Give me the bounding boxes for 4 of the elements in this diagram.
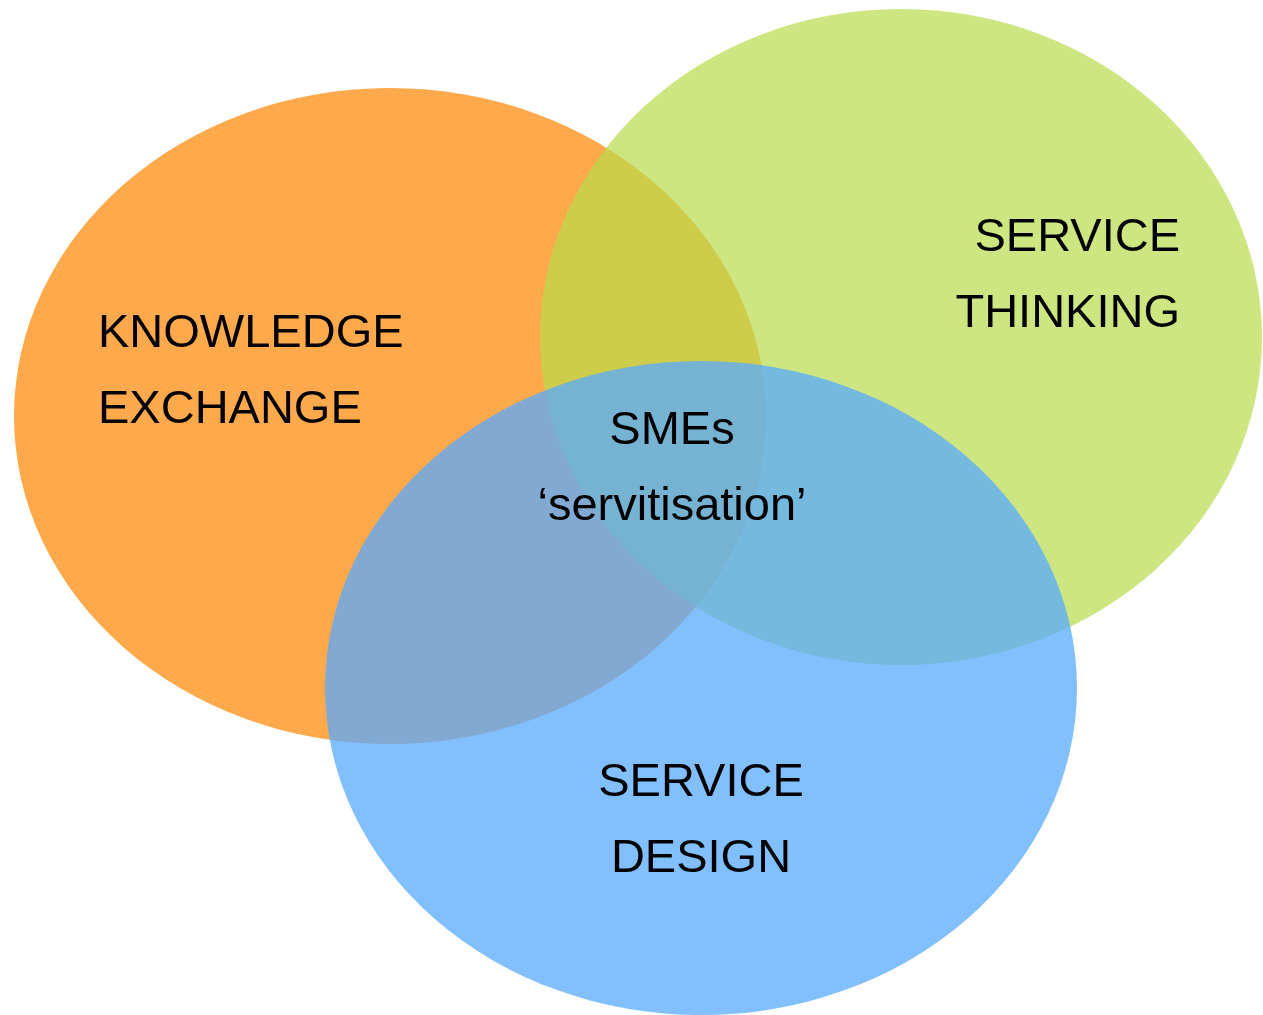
set-label: SERVICE THINKING xyxy=(954,207,1180,339)
set-label: SERVICE DESIGN xyxy=(597,752,805,884)
intersection-label: SMEs ‘servitisation’ xyxy=(536,400,808,532)
set-label: KNOWLEDGE EXCHANGE xyxy=(98,303,405,435)
